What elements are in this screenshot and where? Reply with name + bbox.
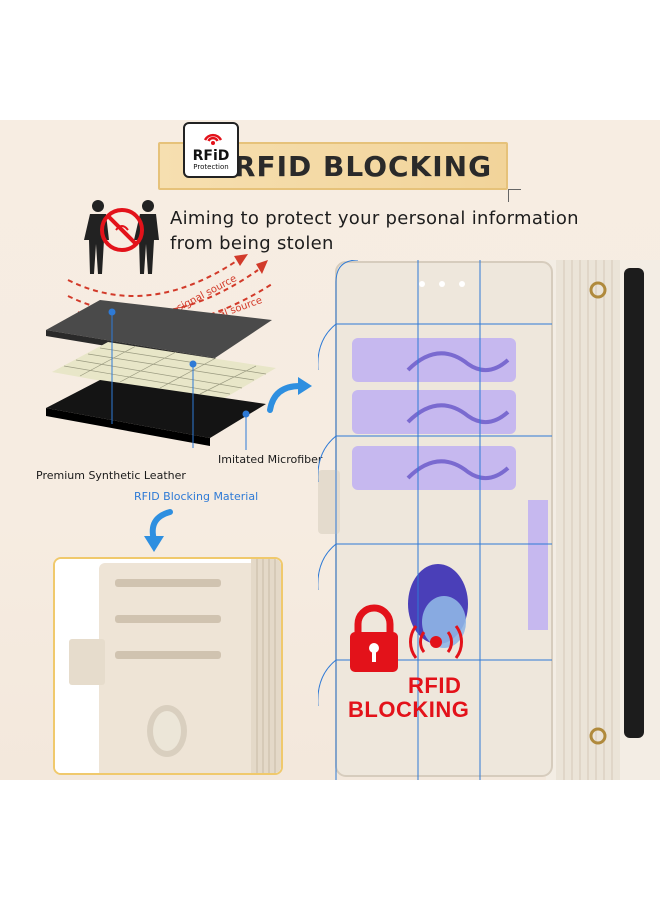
wallet-detail-inset	[53, 557, 283, 775]
tagline: Aiming to protect your personal informat…	[170, 206, 610, 256]
signal-arcs	[67, 254, 273, 327]
label-rfid-material: RFID Blocking Material	[134, 490, 259, 503]
title-banner: RFID BLOCKING	[158, 142, 508, 190]
corner-mark	[508, 189, 521, 202]
wallet-case-illustration	[318, 260, 660, 780]
banner-title: RFID BLOCKING	[233, 149, 493, 183]
arrow-to-inset-icon	[144, 509, 173, 552]
padlock-icon	[350, 604, 463, 672]
product-infographic: RFID BLOCKING RFiD Protection Aiming to …	[0, 120, 660, 780]
signal-waves-icon	[203, 133, 223, 145]
no-signal-icon	[84, 200, 159, 274]
rfid-mark-line-2: BLOCKING	[348, 697, 470, 722]
badge-title: RFiD	[192, 148, 230, 164]
rfid-badge-icon: RFiD Protection	[183, 122, 239, 178]
material-layers	[46, 300, 276, 450]
tagline-line-2: from being stolen	[170, 233, 334, 254]
label-leather: Premium Synthetic Leather	[36, 469, 186, 482]
label-microfiber: Imitated Microfiber	[218, 453, 323, 466]
tagline-line-1: Aiming to protect your personal informat…	[170, 208, 579, 229]
badge-subtitle: Protection	[193, 163, 229, 171]
arrow-to-wallet-icon	[267, 377, 312, 413]
rfid-mark-line-1: RFID	[408, 673, 462, 698]
